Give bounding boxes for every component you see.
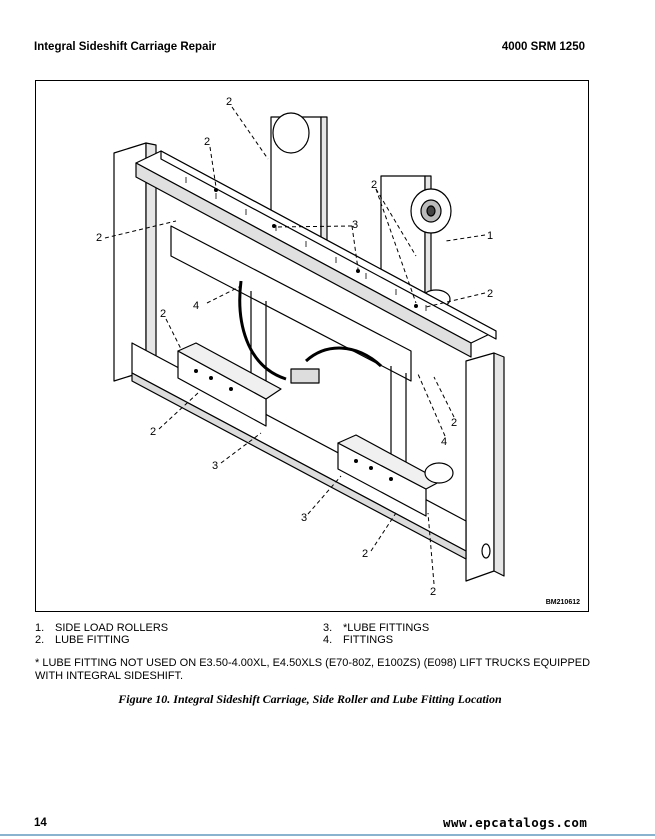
- callout-label: 2: [451, 417, 457, 429]
- footnote: * LUBE FITTING NOT USED ON E3.50-4.00XL,…: [35, 657, 591, 682]
- callout-label: 3: [212, 460, 218, 472]
- legend-column-right: 3. *LUBE FITTINGS 4. FITTINGS: [323, 622, 429, 646]
- callout-label: 2: [430, 586, 436, 598]
- document-code: 4000 SRM 1250: [501, 41, 585, 53]
- callout-label: 4: [193, 300, 199, 312]
- figure-illustration: 2 2 2 3 1 2 2 4 2 2 3 3 2 2 2 4 BM210612: [35, 80, 589, 612]
- legend-number: 2.: [35, 634, 45, 646]
- legend-number: 4.: [323, 634, 333, 646]
- carriage-drawing: 2 2 2 3 1 2 2 4 2 2 3 3 2 2 2 4: [96, 96, 505, 598]
- legend-item: 2. LUBE FITTING: [35, 634, 168, 646]
- legend-number: 1.: [35, 622, 45, 634]
- callout-label: 2: [150, 426, 156, 438]
- callout-label: 2: [371, 179, 377, 191]
- legend-item: 4. FITTINGS: [323, 634, 429, 646]
- legend-text: FITTINGS: [343, 634, 394, 646]
- callout-label: 1: [487, 230, 493, 242]
- legend-text: *LUBE FITTINGS: [343, 622, 430, 634]
- footer-divider: [0, 834, 655, 836]
- callout-label: 2: [204, 136, 210, 148]
- figure-caption: Figure 10. Integral Sideshift Carriage, …: [118, 692, 502, 706]
- page-number: 14: [34, 817, 47, 829]
- legend-item: 3. *LUBE FITTINGS: [323, 622, 429, 634]
- legend-text: LUBE FITTING: [55, 634, 130, 646]
- legend-number: 3.: [323, 622, 333, 634]
- legend-column-left: 1. SIDE LOAD ROLLERS 2. LUBE FITTING: [35, 622, 168, 646]
- callout-label: 2: [362, 548, 368, 560]
- callout-label: 2: [226, 96, 232, 108]
- legend-item: 1. SIDE LOAD ROLLERS: [35, 622, 168, 634]
- callout-label: 2: [160, 308, 166, 320]
- legend-text: SIDE LOAD ROLLERS: [55, 622, 169, 634]
- callout-label: 4: [441, 436, 447, 448]
- callout-labels: 2 2 2 3 1 2 2 4 2 2 3 3 2 2 2 4: [96, 96, 493, 598]
- watermark: www.epcatalogs.com: [443, 815, 588, 830]
- figure-code: BM210612: [545, 599, 580, 606]
- callout-label: 2: [487, 288, 493, 300]
- callout-label: 2: [96, 232, 102, 244]
- callout-label: 3: [301, 512, 307, 524]
- section-title: Integral Sideshift Carriage Repair: [34, 41, 217, 53]
- callout-label: 3: [352, 219, 358, 231]
